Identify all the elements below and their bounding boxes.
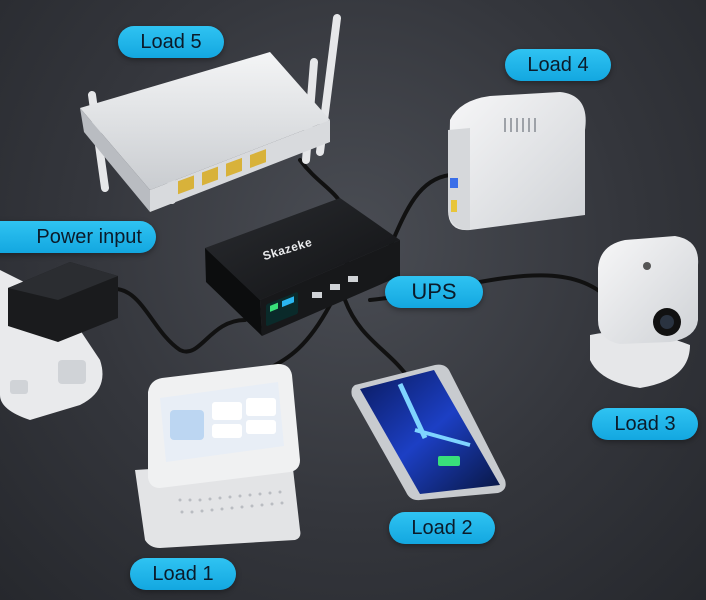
power-adapter [8,262,118,342]
label-load-4: Load 4 [505,49,611,81]
label-load-3: Load 3 [592,408,698,440]
label-load-1: Load 1 [130,558,236,590]
label-load-2: Load 2 [389,512,495,544]
camera [590,236,699,388]
ups-device [205,198,400,336]
label-ups: UPS [385,276,483,308]
label-load-5: Load 5 [118,26,224,58]
modem [448,92,586,231]
router [80,14,341,212]
label-power-input: Power input [0,221,156,253]
phone [351,364,506,501]
cable-phone [343,298,412,382]
smart-display [135,364,301,548]
cable-power [103,286,247,354]
